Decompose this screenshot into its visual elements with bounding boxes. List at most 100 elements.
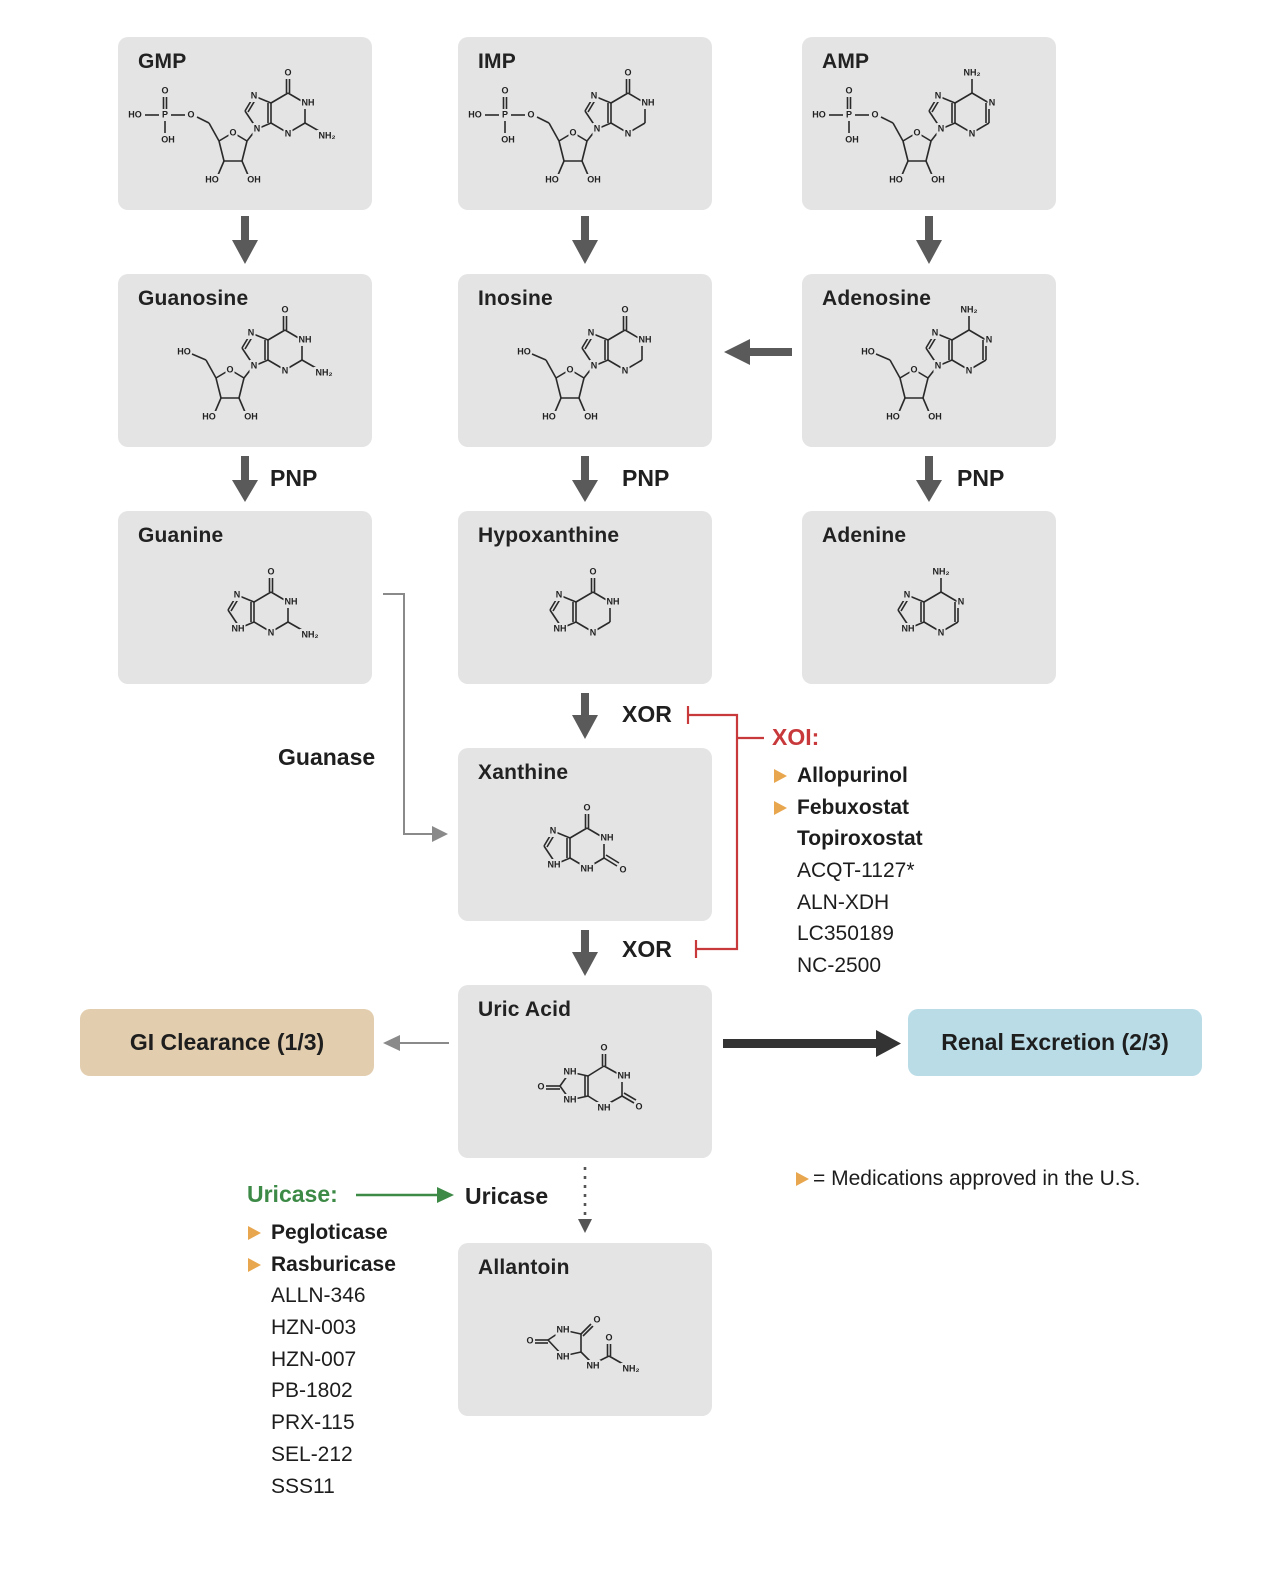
arrow-hypoxanthine-xanthine — [572, 693, 598, 739]
atom-label: N — [251, 360, 258, 370]
atom-label-bg — [599, 1042, 609, 1054]
atom-label-bg — [585, 1360, 601, 1372]
drug-item: LC350189 — [797, 918, 923, 950]
bond — [582, 1325, 594, 1337]
bond — [925, 160, 933, 176]
atom-label: HO — [517, 346, 531, 356]
bond — [901, 160, 909, 176]
bond — [580, 1323, 592, 1335]
drug-item: NC-2500 — [797, 950, 923, 982]
atom-label-bg — [246, 327, 256, 339]
atom-label-bg — [811, 109, 827, 121]
bond — [898, 397, 906, 413]
atom-label: NH — [232, 623, 245, 633]
atom-label-bg — [927, 411, 943, 423]
atom-label-bg — [548, 825, 558, 837]
bond — [954, 92, 973, 104]
atom-label: NH — [639, 334, 652, 344]
drug-name: NC-2500 — [797, 954, 882, 978]
atom-label-bg — [252, 123, 262, 135]
bond — [236, 134, 248, 142]
bond — [902, 134, 914, 142]
drug-name: HZN-003 — [271, 1316, 357, 1340]
arrow-inosine-hypoxanthine — [572, 456, 598, 502]
bond — [605, 854, 620, 864]
atom-label: N — [556, 589, 563, 599]
atom-label: NH — [598, 1102, 611, 1112]
atom-label: O — [526, 1335, 533, 1345]
atom-label: NH — [618, 1070, 631, 1080]
atom-label: O — [281, 304, 288, 314]
bond — [238, 397, 246, 413]
guanase-arrowhead — [432, 826, 448, 842]
atom-label-bg — [562, 1066, 578, 1078]
atom-label-bg — [586, 174, 602, 186]
renal-excretion-box: Renal Excretion (2/3) — [908, 1009, 1202, 1076]
uricase-drugs-title: Uricase: — [247, 1181, 338, 1207]
atom-label-bg — [640, 97, 656, 109]
drug-item: Rasburicase — [248, 1249, 396, 1281]
atom-label-bg — [637, 334, 653, 346]
atom-label-bg — [541, 411, 557, 423]
drug-item: PB-1802 — [271, 1375, 396, 1407]
bond — [578, 397, 586, 413]
atom-label: O — [871, 109, 878, 119]
drug-item: Topiroxostat — [797, 823, 923, 855]
atom-label-bg — [160, 85, 170, 97]
atom-label: N — [966, 365, 973, 375]
atom-label-bg — [316, 130, 338, 142]
atom-label: O — [635, 1101, 642, 1111]
atom-label-bg — [552, 623, 568, 635]
atom-label-bg — [562, 1094, 578, 1106]
bond — [555, 377, 562, 399]
bond — [557, 160, 565, 176]
down-arrows — [232, 216, 942, 976]
bond — [951, 329, 970, 341]
atom-label-bg — [605, 596, 621, 608]
atom-label: N — [251, 90, 258, 100]
atom-label-bg — [618, 864, 628, 876]
gi-clearance-box: GI Clearance (1/3) — [80, 1009, 374, 1076]
node-title: Xanthine — [478, 761, 569, 784]
atom-label: O — [593, 1314, 600, 1324]
drug-item: Allopurinol — [774, 760, 923, 792]
atom-label-bg — [844, 109, 854, 121]
atom-label: N — [254, 123, 261, 133]
atom-label-bg — [525, 1335, 535, 1347]
atom-label-bg — [589, 360, 599, 372]
approved-marker-icon — [796, 1172, 809, 1187]
atom-label-bg — [583, 411, 599, 423]
atom-label: N — [594, 123, 601, 133]
atom-label-bg — [127, 109, 143, 121]
atom-label-bg — [280, 365, 290, 377]
atom-label-bg — [930, 174, 946, 186]
atom-label-bg — [249, 90, 259, 102]
atom-label: N — [622, 365, 629, 375]
atom-label: N — [904, 589, 911, 599]
atom-label: N — [958, 596, 965, 606]
atom-label: NH — [902, 623, 915, 633]
bond — [971, 92, 990, 104]
atom-label: N — [935, 90, 942, 100]
guanase-connector — [383, 593, 434, 835]
atom-label: O — [589, 566, 596, 576]
bond — [575, 591, 594, 603]
bond — [301, 359, 317, 369]
drug-name: Topiroxostat — [797, 827, 923, 851]
drug-item: Febuxostat — [774, 792, 923, 824]
atom-label-bg — [620, 304, 630, 316]
atom-label: O — [583, 802, 590, 812]
drug-item: HZN-003 — [271, 1312, 396, 1344]
drug-name: ACQT-1127* — [797, 859, 915, 883]
atom-label-bg — [225, 364, 235, 376]
bond — [892, 122, 904, 142]
atom-label-bg — [160, 134, 176, 146]
atom-label: NH₂ — [964, 67, 981, 77]
atom-label-bg — [909, 364, 919, 376]
arrow-adenosine-inosine — [724, 339, 792, 365]
